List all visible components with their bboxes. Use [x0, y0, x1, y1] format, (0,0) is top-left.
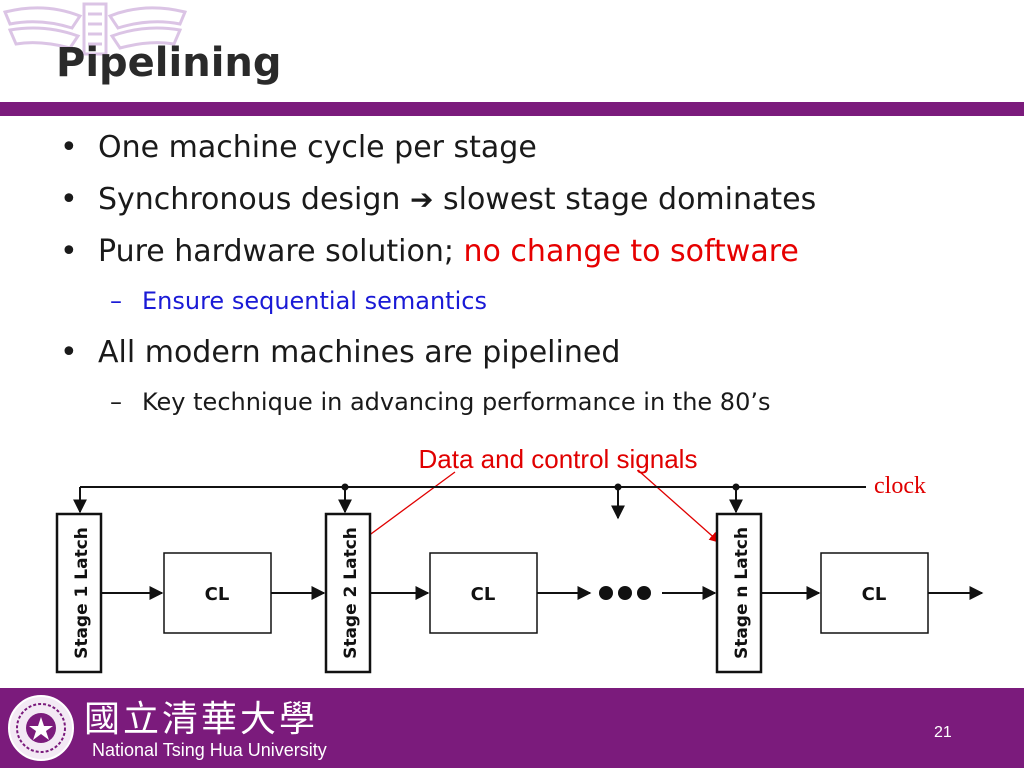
bullet-item: • One machine cycle per stage: [58, 126, 978, 178]
right-arrow-icon: ➔: [409, 183, 434, 216]
title-divider-bar: [0, 102, 1024, 116]
page-number: 21: [934, 724, 952, 741]
bullet-text: One machine cycle per stage: [98, 130, 537, 165]
university-name-english: National Tsing Hua University: [92, 740, 327, 760]
bullet-highlight: no change to software: [463, 234, 799, 269]
bullet-item: • Pure hardware solution; no change to s…: [58, 230, 978, 282]
bullet-item: • All modern machines are pipelined: [58, 331, 978, 383]
bullet-text: Pure hardware solution;: [98, 234, 464, 269]
sub-bullet-marker: –: [110, 388, 122, 416]
sub-bullet-text: Key technique in advancing performance i…: [142, 388, 771, 416]
annotation-arrow-right: [639, 471, 720, 543]
sub-bullet-item: – Key technique in advancing performance…: [58, 383, 978, 432]
bullet-marker: •: [60, 130, 78, 165]
cl-label: CL: [205, 584, 230, 605]
bullet-marker: •: [60, 234, 78, 269]
cl-block-n: [820, 552, 929, 634]
bullet-marker: •: [60, 182, 78, 217]
sub-bullet-marker: –: [110, 287, 122, 315]
annotation-label: Data and control signals: [419, 444, 698, 474]
cl-block-1: [163, 552, 272, 634]
ellipsis-dots-icon: [599, 586, 651, 600]
cl-label: CL: [471, 584, 496, 605]
latch-label: Stage 2 Latch: [341, 527, 361, 659]
sub-bullet-item: – Ensure sequential semantics: [58, 282, 978, 331]
bullet-text: slowest stage dominates: [442, 182, 817, 217]
university-name-chinese: 國立清華大學: [84, 699, 319, 740]
slide-title: Pipelining: [56, 40, 282, 86]
university-seal-icon: [8, 695, 74, 761]
footer-bar: 國立清華大學 National Tsing Hua University 21: [0, 688, 1024, 768]
pipeline-diagram: Data and control signals clock Stage 1 L…: [55, 444, 984, 674]
cl-label: CL: [862, 584, 887, 605]
clock-label: clock: [874, 473, 926, 499]
bullet-item: • Synchronous design ➔ slowest stage dom…: [58, 178, 978, 230]
bullet-text: Synchronous design: [98, 182, 401, 217]
sub-bullet-text: Ensure sequential semantics: [142, 287, 487, 315]
bullet-list: • One machine cycle per stage • Synchron…: [58, 126, 978, 432]
bullet-marker: •: [60, 335, 78, 370]
bullet-text: All modern machines are pipelined: [98, 335, 621, 370]
latch-label: Stage 1 Latch: [72, 527, 92, 659]
latch-label: Stage n Latch: [732, 527, 752, 659]
cl-block-2: [429, 552, 538, 634]
annotation-arrow-left: [359, 471, 456, 543]
university-logo-icon: [2, 2, 188, 56]
